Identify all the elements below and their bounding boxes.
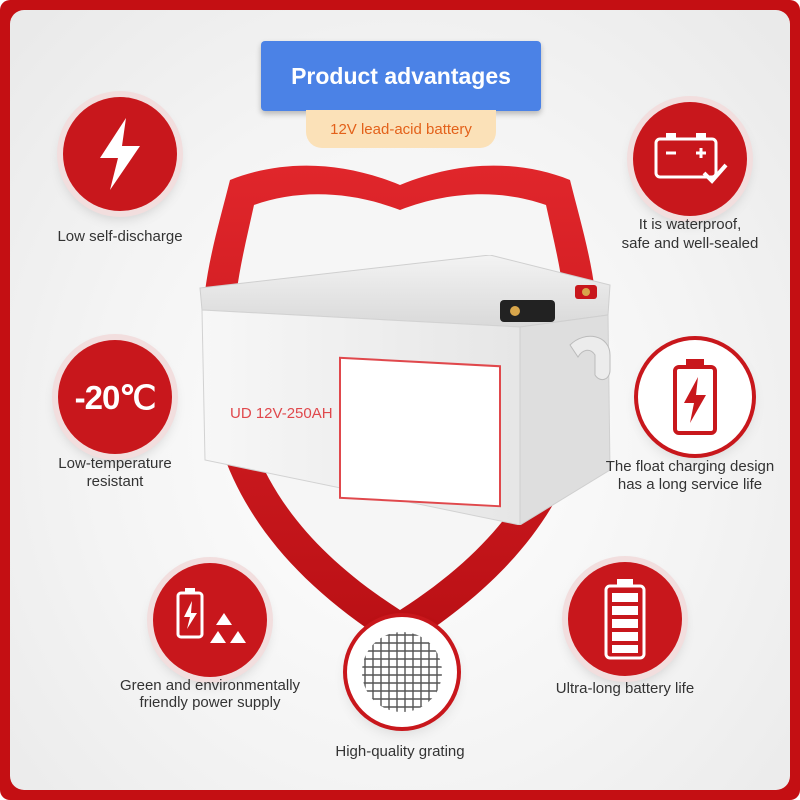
- low-temp-label-line2: resistant: [86, 473, 144, 490]
- float-label-line2: has a long service life: [617, 476, 763, 493]
- recycle-battery-icon: [176, 588, 246, 643]
- waterproof-label-line1: It is waterproof,: [638, 216, 742, 233]
- temperature-value: -20℃: [74, 378, 157, 416]
- content-panel: Product advantages 12V lead-acid battery: [10, 10, 790, 790]
- grid-grating-icon: [362, 632, 442, 712]
- ultra-long-label: Ultra-long battery life: [555, 680, 695, 697]
- grating-label: High-quality grating: [335, 743, 465, 760]
- feature-grating: [347, 617, 457, 727]
- float-label-line1: The float charging design: [605, 458, 775, 475]
- feature-waterproof: [633, 102, 747, 216]
- green-label-line1: Green and environmentally: [119, 677, 301, 694]
- waterproof-label-line2: safe and well-sealed: [621, 235, 759, 252]
- battery-image: [199, 255, 611, 525]
- sealed-battery-icon: [654, 133, 728, 184]
- feature-ultra-long-life: [568, 562, 682, 676]
- battery-charge-icon: [673, 359, 717, 435]
- feature-low-temperature: -20℃: [58, 340, 172, 454]
- feature-float-charging: [638, 340, 752, 454]
- lightning-icon: [100, 118, 140, 190]
- full-battery-icon: [604, 579, 646, 660]
- low-self-discharge-label: Low self-discharge: [57, 228, 183, 245]
- feature-low-self-discharge: [63, 97, 177, 211]
- page-title: Product advantages: [261, 41, 541, 111]
- subtitle-badge: 12V lead-acid battery: [306, 110, 496, 148]
- green-label-line2: friendly power supply: [139, 694, 281, 711]
- battery-model-text: UD 12V-250AH: [230, 405, 333, 422]
- feature-green-power: [153, 563, 267, 677]
- low-temp-label-line1: Low-temperature: [58, 455, 172, 472]
